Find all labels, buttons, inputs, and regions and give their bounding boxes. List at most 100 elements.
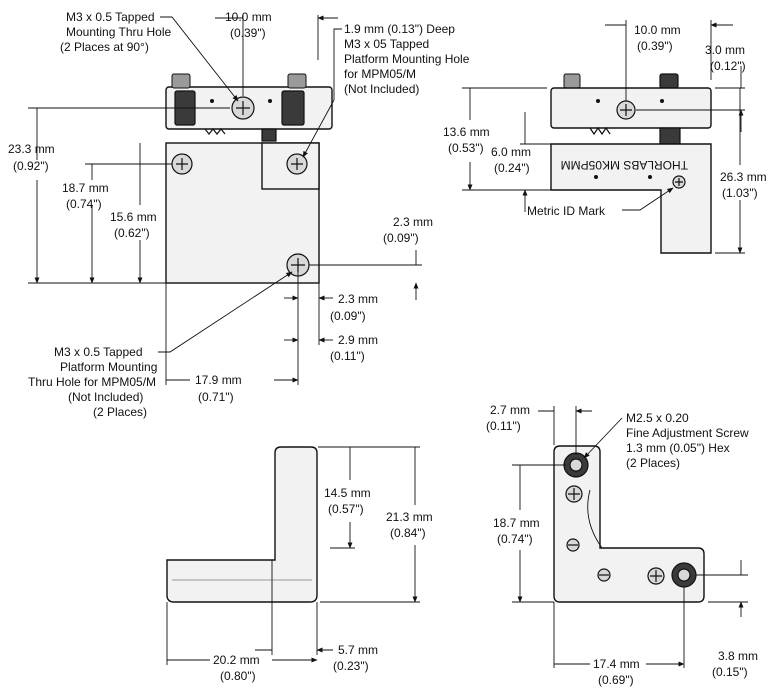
deep-hole-line2: M3 x 05 Tapped bbox=[344, 37, 429, 51]
adjust-screw-2-hex bbox=[677, 568, 691, 582]
side-pin-1 bbox=[596, 99, 600, 103]
spring-left bbox=[204, 128, 226, 135]
adjust-screw-1-hex bbox=[569, 458, 583, 472]
spring-right bbox=[261, 128, 277, 142]
tapped-hole-line2: Mounting Thru Hole bbox=[66, 25, 171, 39]
l-plate bbox=[166, 446, 318, 603]
platform-hole-line1: M3 x 0.5 Tapped bbox=[54, 345, 143, 359]
dim-3-8-mm: 3.8 mm bbox=[718, 649, 758, 663]
side-pin-2 bbox=[660, 99, 664, 103]
leader-metric-id bbox=[622, 187, 674, 211]
side-dim-13-in: (0.53") bbox=[448, 141, 484, 155]
plate-arc bbox=[587, 489, 603, 549]
metric-id-label: Metric ID Mark bbox=[527, 204, 606, 218]
screw-plus-1-cross bbox=[568, 488, 580, 500]
side-dim-3-mm: 3.0 mm bbox=[705, 43, 745, 57]
engraving: THORLABS MK05PMM bbox=[561, 158, 688, 172]
dim-20-2-in: (0.80") bbox=[220, 669, 256, 683]
platform-hole-line4: (Not Included) bbox=[68, 390, 143, 404]
screw-label-line3: 1.3 mm (0.05") Hex bbox=[626, 441, 730, 455]
dim-14-5-mm: 14.5 mm bbox=[324, 486, 371, 500]
leader-platform-hole bbox=[158, 271, 293, 353]
thru-hole-cross bbox=[291, 258, 305, 272]
plate-pin-2 bbox=[268, 99, 272, 103]
front-view: 10.0 mm (0.39") M3 x 0.5 Tapped Mounting… bbox=[8, 10, 470, 419]
dim-10-0-in: (0.39") bbox=[230, 26, 266, 40]
dim-20-2-mm: 20.2 mm bbox=[213, 653, 260, 667]
side-hole-cross bbox=[176, 158, 188, 170]
dim-21-3-in: (0.84") bbox=[390, 526, 426, 540]
side-dim-6-mm: 6.0 mm bbox=[491, 145, 531, 159]
side-body-pin-2 bbox=[648, 175, 652, 179]
leader-screw bbox=[583, 417, 623, 459]
deep-hole-line1: 1.9 mm (0.13") Deep bbox=[344, 22, 455, 36]
dim-2-7-mm: 2.7 mm bbox=[490, 403, 530, 417]
side-dim-13-mm: 13.6 mm bbox=[443, 125, 490, 139]
dim-18-7-mm: 18.7 mm bbox=[62, 181, 109, 195]
side-dim-26-mm: 26.3 mm bbox=[720, 170, 767, 184]
top-knob-right bbox=[287, 73, 307, 89]
side-view: THORLABS MK05PMM 10.0 mm (0.39") 3.0 mm … bbox=[443, 20, 767, 253]
dim-18-7-b-in: (0.74") bbox=[497, 532, 533, 546]
dim-2-3-bottom-mm: 2.3 mm bbox=[338, 292, 378, 306]
dim-10-0-mm: 10.0 mm bbox=[225, 10, 272, 24]
dim-18-7-b-mm: 18.7 mm bbox=[493, 516, 540, 530]
tapped-hole-line1: M3 x 0.5 Tapped bbox=[66, 10, 155, 24]
dim-18-7-in: (0.74") bbox=[66, 197, 102, 211]
deep-hole-line5: (Not Included) bbox=[344, 82, 419, 96]
side-spring-2 bbox=[659, 127, 681, 145]
side-dim-26-in: (1.03") bbox=[722, 186, 758, 200]
dim-17-4-mm: 17.4 mm bbox=[593, 657, 640, 671]
dim-5-7-mm: 5.7 mm bbox=[338, 643, 378, 657]
deep-hole-line3: Platform Mounting Hole bbox=[344, 52, 470, 66]
platform-hole-line5: (2 Places) bbox=[93, 405, 147, 419]
screw-plus-2-cross bbox=[650, 570, 662, 582]
tapped-hole-line3: (2 Places at 90°) bbox=[60, 40, 149, 54]
dim-2-3-bottom-in: (0.09") bbox=[330, 309, 366, 323]
dim-15-6-in: (0.62") bbox=[114, 226, 150, 240]
dim-2-7-in: (0.11") bbox=[486, 419, 521, 433]
dim-15-6-mm: 15.6 mm bbox=[110, 210, 157, 224]
top-knob-left bbox=[171, 73, 191, 89]
dim-17-9-mm: 17.9 mm bbox=[195, 373, 242, 387]
metric-id-cross bbox=[675, 178, 683, 186]
dim-5-7-in: (0.23") bbox=[333, 659, 369, 673]
screw-body-right bbox=[281, 90, 305, 126]
plate-pin-1 bbox=[210, 99, 214, 103]
ext-20-2 bbox=[166, 602, 318, 665]
side-dim-10-mm: 10.0 mm bbox=[634, 23, 681, 37]
dim-23-3-mm: 23.3 mm bbox=[8, 142, 55, 156]
ext-bottom-left bbox=[318, 446, 420, 603]
screw-label-line4: (2 Places) bbox=[626, 456, 680, 470]
dim-23-3-in: (0.92") bbox=[13, 159, 49, 173]
side-spring bbox=[589, 126, 611, 136]
top-down-plate bbox=[553, 445, 705, 603]
dim-17-4-in: (0.69") bbox=[598, 673, 634, 687]
side-dim-10-in: (0.39") bbox=[637, 39, 673, 53]
side-body-pin bbox=[594, 175, 598, 179]
dim-17-9-in: (0.71") bbox=[198, 390, 234, 404]
dim-2-9-mm: 2.9 mm bbox=[338, 333, 378, 347]
side-dim-3-in: (0.12") bbox=[710, 59, 746, 73]
ext-side-13 bbox=[462, 87, 551, 191]
top-down-view: 2.7 mm (0.11") M2.5 x 0.20 Fine Adjustme… bbox=[486, 403, 758, 687]
dim-21-3-mm: 21.3 mm bbox=[386, 510, 433, 524]
screw-label-line2: Fine Adjustment Screw bbox=[626, 426, 749, 440]
screw-label-line1: M2.5 x 0.20 bbox=[626, 411, 689, 425]
deep-hole-cross bbox=[291, 158, 303, 170]
leader-tapped-hole bbox=[160, 16, 239, 102]
side-knob bbox=[563, 73, 581, 89]
deep-hole-line4: for MPM05/M bbox=[344, 67, 416, 81]
side-knob-2 bbox=[659, 73, 679, 89]
dim-2-3-right-in: (0.09") bbox=[383, 231, 419, 245]
ext-bottom bbox=[165, 270, 320, 385]
dim-3-8-in: (0.15") bbox=[712, 665, 748, 679]
hole-crosshair bbox=[236, 101, 250, 115]
dim-14-5-in: (0.57") bbox=[328, 502, 364, 516]
dim-2-3-right-mm: 2.3 mm bbox=[393, 215, 433, 229]
leader-deep-hole bbox=[302, 28, 342, 158]
platform-hole-line2: Platform Mounting bbox=[60, 360, 157, 374]
side-plate-cross bbox=[620, 104, 632, 116]
side-dim-6-in: (0.24") bbox=[494, 161, 530, 175]
